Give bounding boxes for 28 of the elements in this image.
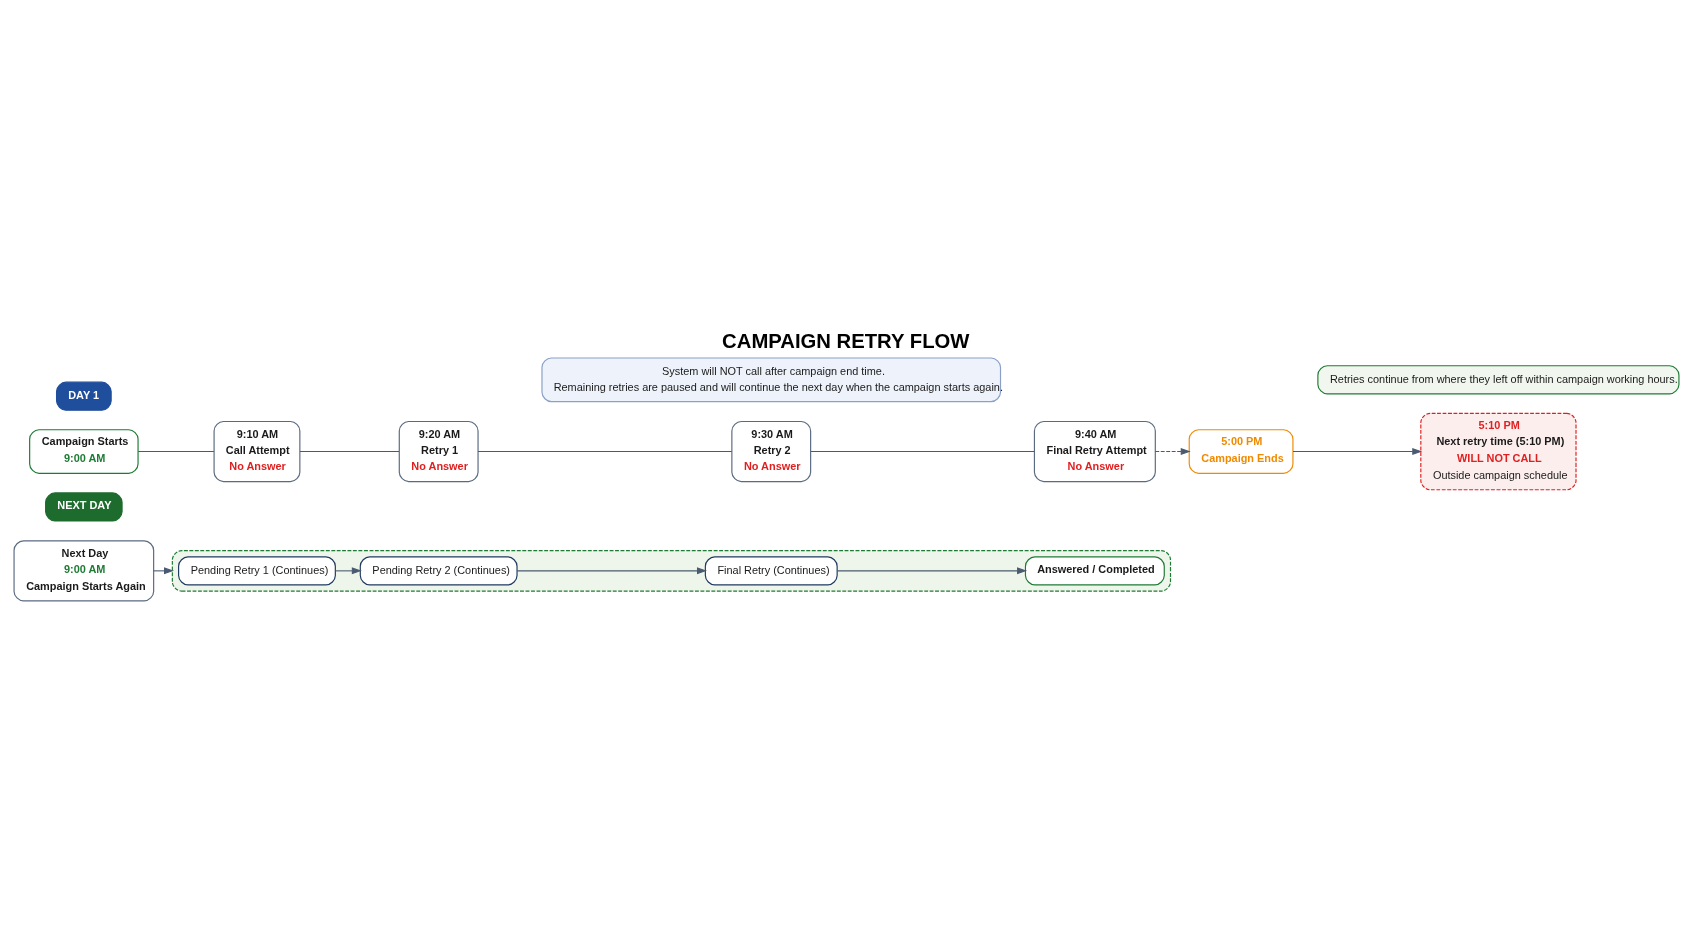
node-box: 9:30 AM Retry 2 No Answer bbox=[731, 420, 812, 482]
node-box: 9:40 AM Final Retry Attempt No Answer bbox=[1033, 420, 1156, 482]
connector bbox=[299, 450, 400, 452]
arrow bbox=[516, 566, 707, 574]
node-box: 5:10 PM Next retry time (5:10 PM) WILL NOT CALL Outside campaign schedule bbox=[1420, 412, 1577, 490]
node-box: 9:20 AM Retry 1 No Answer bbox=[398, 420, 479, 482]
node-box: Campaign Starts 9:00 AM bbox=[29, 428, 139, 474]
connector bbox=[810, 450, 1035, 452]
node-box: Pending Retry 1 (Continues) bbox=[178, 555, 336, 585]
cluster bbox=[171, 549, 1172, 592]
node-box: 5:00 PM Campaign Ends bbox=[1188, 428, 1294, 474]
node-box: System will NOT call after campaign end time. Remaining retries are paused and will continue the next day when the campaign starts again. bbox=[541, 356, 1002, 402]
node-box: 9:10 AM Call Attempt No Answer bbox=[213, 420, 301, 482]
arrow bbox=[334, 566, 362, 574]
connector bbox=[477, 450, 733, 452]
node-box: Retries continue from where they left off within campaign working hours. bbox=[1317, 364, 1680, 394]
node-box: DAY 1 bbox=[55, 381, 112, 411]
node-box: Next Day 9:00 AM Campaign Starts Again bbox=[13, 539, 155, 601]
arrow bbox=[836, 566, 1028, 574]
connector bbox=[137, 450, 215, 452]
node-box: Final Retry (Continues) bbox=[704, 555, 838, 585]
arrow bbox=[1292, 447, 1423, 455]
diagram-title: CAMPAIGN RETRY FLOW bbox=[722, 329, 970, 352]
node-box: Answered / Completed bbox=[1024, 555, 1165, 585]
arrow bbox=[153, 566, 174, 574]
arrow bbox=[1154, 447, 1191, 455]
node-box: Pending Retry 2 (Continues) bbox=[359, 555, 518, 585]
node-box: NEXT DAY bbox=[45, 491, 123, 522]
